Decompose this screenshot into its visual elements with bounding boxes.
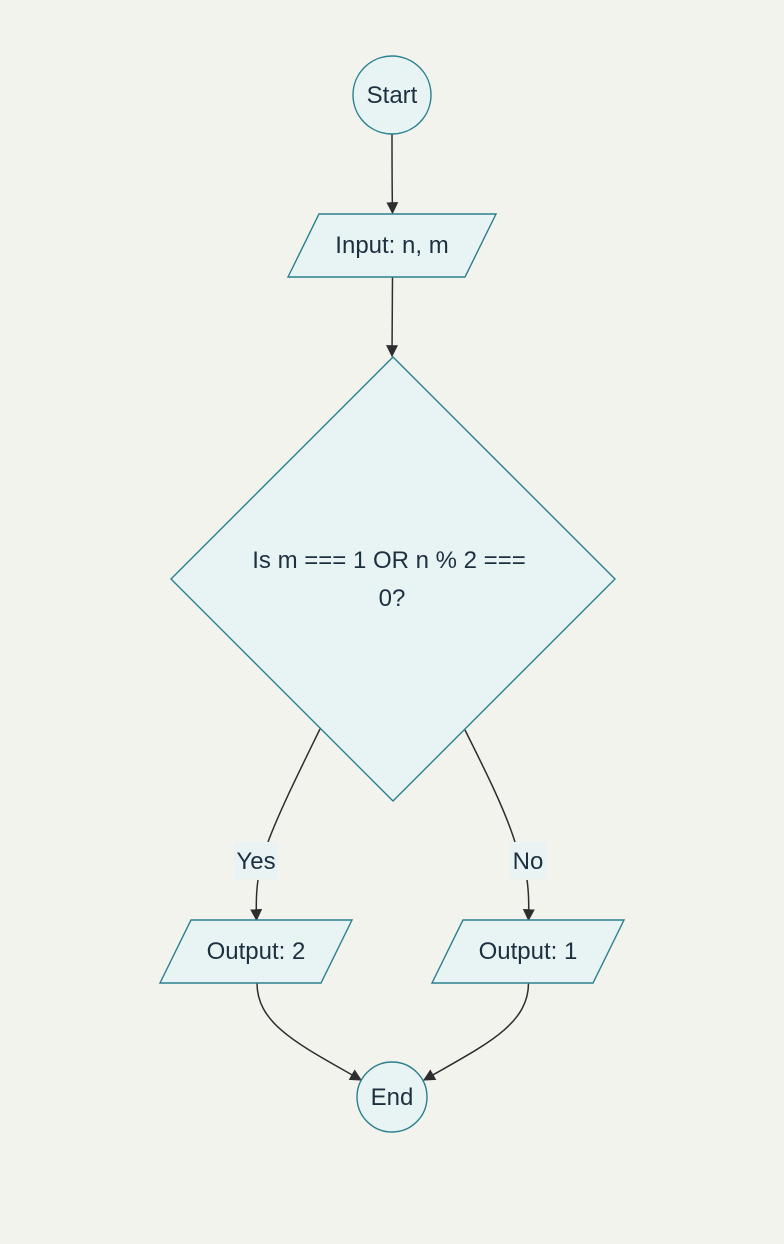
edge-output2-to-end	[256, 982, 363, 1081]
output2-node: Output: 2	[158, 919, 354, 984]
start-node: Start	[352, 55, 432, 135]
no-label-text: No	[513, 848, 544, 875]
edge-start-to-input	[386, 133, 399, 215]
edge-input-to-decision	[386, 276, 399, 358]
start-label: Start	[367, 82, 418, 109]
yes-label-text: Yes	[236, 848, 275, 875]
input-label: Input: n, m	[335, 232, 448, 259]
decision-label-line1: Is m === 1 OR n % 2 ===	[252, 547, 525, 574]
end-node: End	[356, 1061, 428, 1133]
no-edge-label: No	[510, 842, 546, 879]
decision-node: Is m === 1 OR n % 2 === 0?	[170, 356, 616, 802]
output1-node: Output: 1	[430, 919, 626, 984]
end-label: End	[371, 1084, 414, 1111]
edge-decision-to-output1	[464, 729, 529, 920]
output2-label: Output: 2	[207, 938, 306, 965]
edge-output1-to-end	[422, 982, 530, 1081]
edge-decision-to-output2	[256, 728, 321, 920]
input-node: Input: n, m	[286, 213, 498, 278]
decision-label-line2: 0?	[379, 585, 406, 612]
output1-label: Output: 1	[479, 938, 578, 965]
yes-edge-label: Yes	[234, 842, 278, 879]
